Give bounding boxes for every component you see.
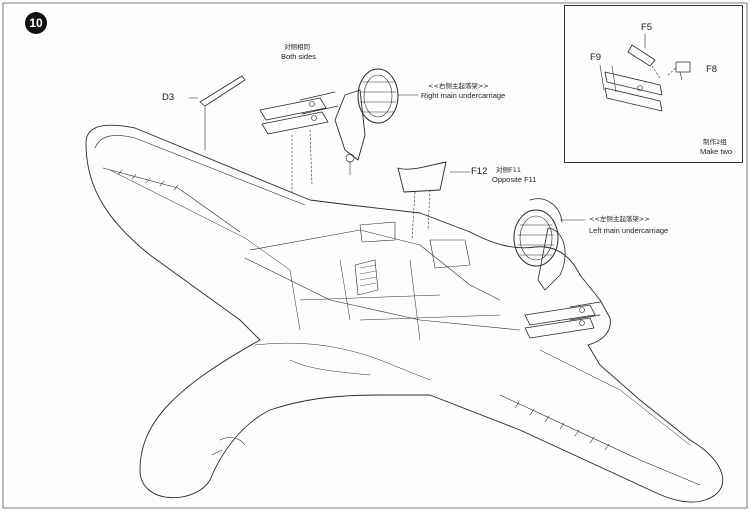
label-both-sides: Both sides	[281, 52, 317, 61]
label-d3: D3	[162, 92, 175, 103]
label-make-two-cn: 制作2组	[703, 138, 727, 146]
label-f5: F5	[641, 22, 653, 33]
inset-panel	[564, 5, 743, 163]
label-opposite-cn: 对侧F11	[496, 166, 522, 174]
right-main-undercarriage-exploded	[334, 68, 419, 176]
part-f12-door	[397, 161, 471, 241]
label-opposite: Opposite F11	[492, 175, 537, 184]
label-right-uc: Right main undercarriage	[421, 91, 506, 100]
step-number-badge: 10	[25, 12, 47, 34]
label-left-uc-cn: <<左侧主起落架>>	[589, 215, 650, 223]
gun-pack-right-wing	[524, 301, 601, 339]
gun-pack-exploded	[259, 91, 339, 196]
part-d3-strut	[188, 75, 246, 151]
label-f12: F12	[471, 166, 488, 177]
wing-assembly	[85, 124, 724, 503]
label-f8: F8	[706, 64, 718, 75]
label-f9: F9	[590, 52, 602, 63]
left-main-undercarriage	[513, 198, 566, 291]
label-both-sides-cn: 对侧相同	[284, 43, 310, 51]
label-left-uc: Left main undercarriage	[589, 226, 669, 235]
inset-gun-pack	[599, 33, 691, 112]
label-make-two: Make two	[700, 147, 733, 156]
label-right-uc-cn: <<右侧主起落架>>	[428, 82, 489, 90]
wing-outline	[85, 124, 724, 503]
